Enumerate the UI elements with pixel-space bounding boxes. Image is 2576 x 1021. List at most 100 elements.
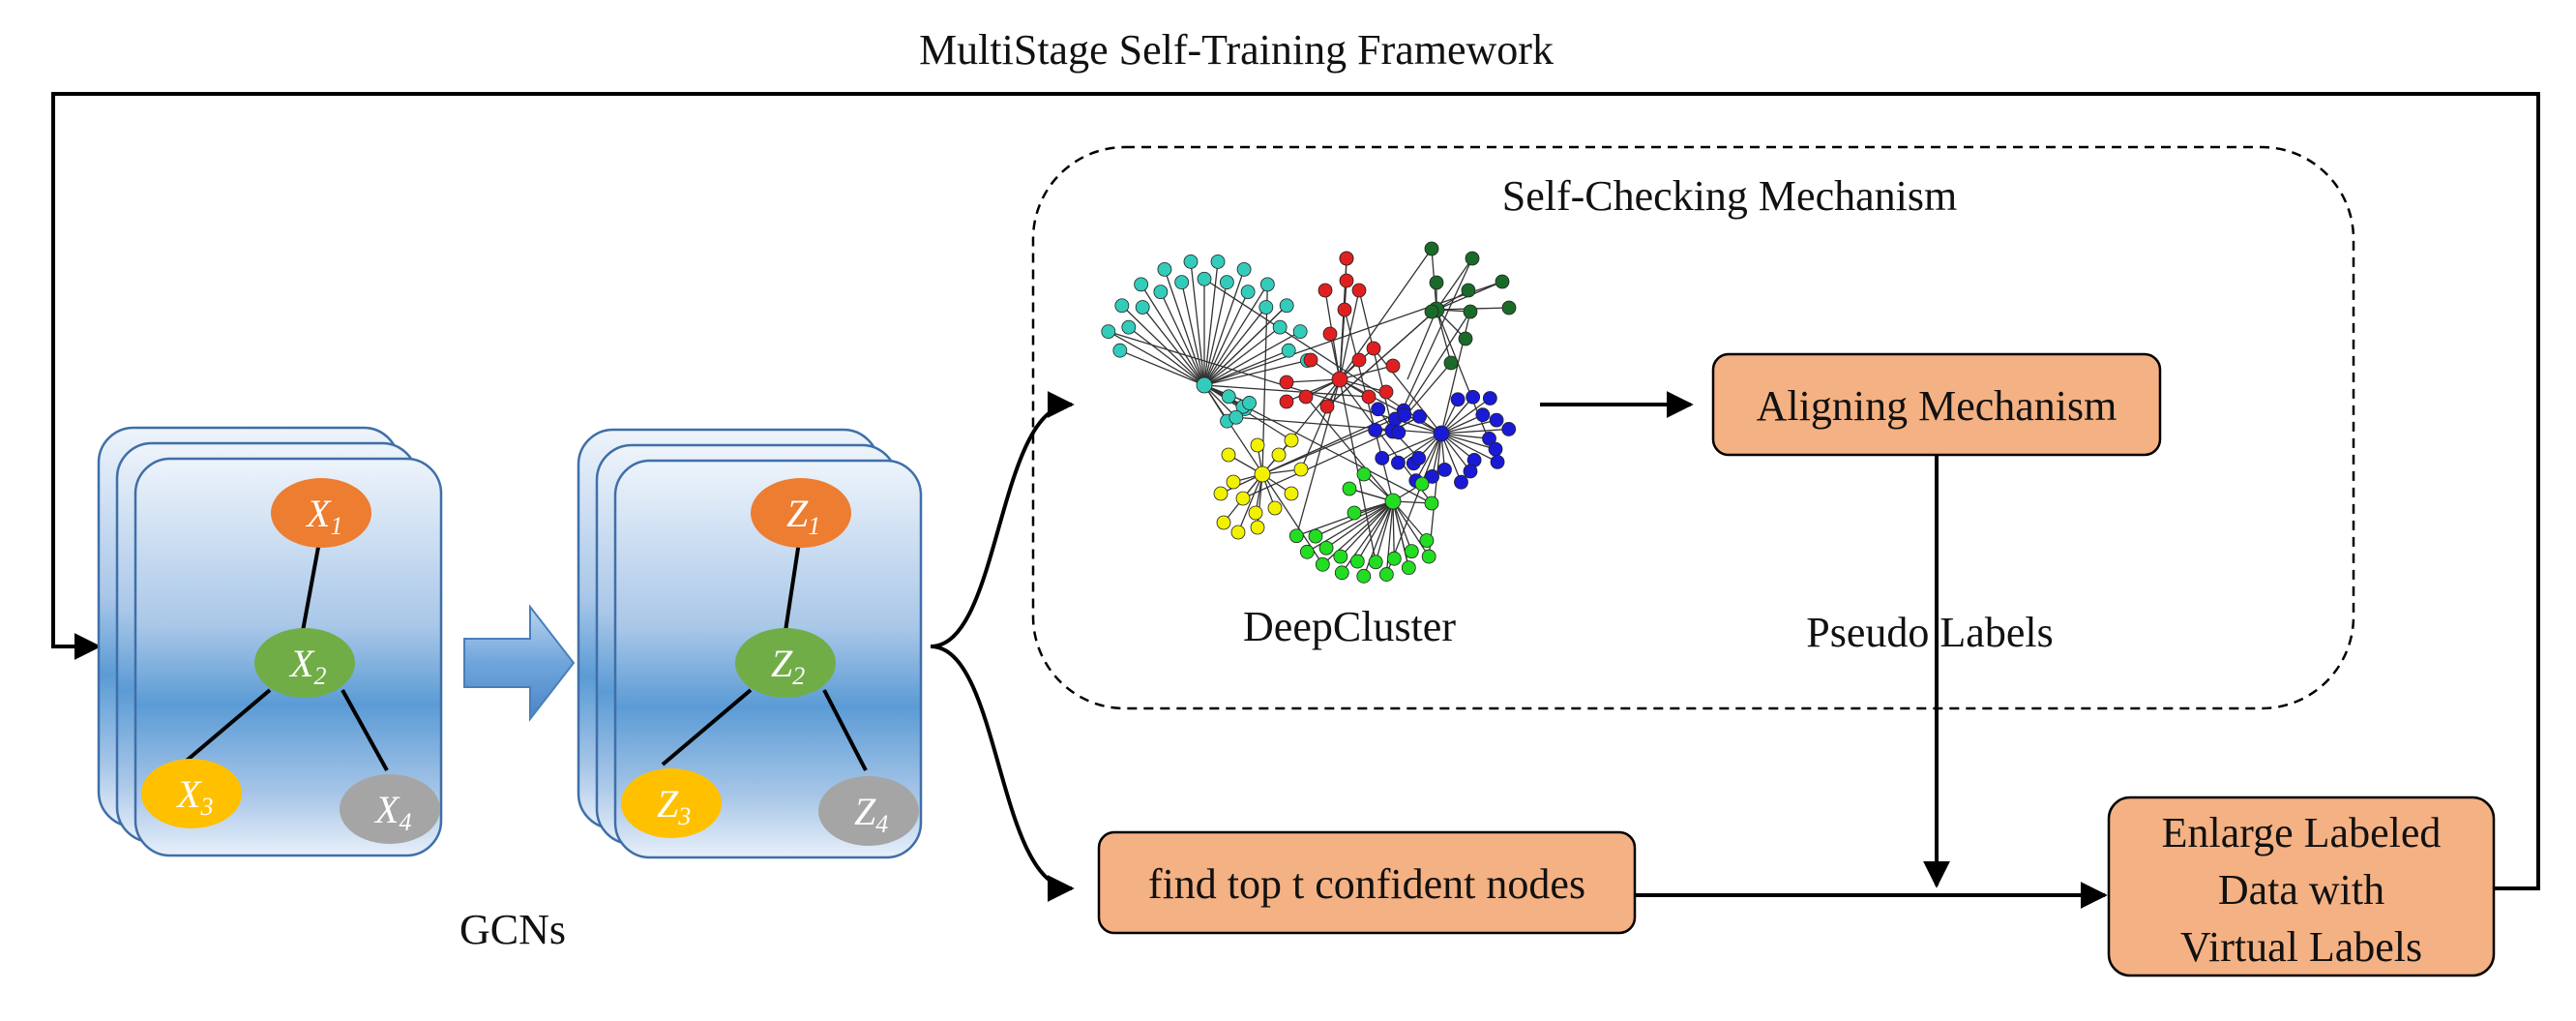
self-checking-region bbox=[1031, 145, 2355, 710]
node-z4 bbox=[818, 776, 919, 846]
cluster-node bbox=[1333, 549, 1348, 564]
cluster-edge bbox=[1286, 378, 1341, 383]
cluster-node bbox=[1366, 341, 1381, 356]
node-x1 bbox=[271, 478, 371, 548]
cluster-node bbox=[1411, 450, 1427, 465]
cluster-edge bbox=[1385, 433, 1442, 575]
cluster-node bbox=[1375, 451, 1390, 465]
cluster-edge bbox=[1440, 428, 1509, 435]
cluster-node bbox=[1401, 560, 1416, 576]
cluster-node bbox=[1259, 277, 1275, 292]
cluster-node bbox=[1475, 407, 1491, 423]
cluster-node bbox=[1425, 469, 1440, 484]
confident-nodes-label: find top t confident nodes bbox=[1148, 860, 1585, 908]
cluster-edge bbox=[1325, 500, 1394, 549]
cluster-node bbox=[1293, 462, 1309, 477]
cluster-node bbox=[1308, 528, 1323, 544]
cluster-node bbox=[1450, 392, 1466, 407]
cluster-node bbox=[1461, 283, 1476, 298]
cluster-edge bbox=[1160, 291, 1205, 386]
cluster-node bbox=[1463, 304, 1478, 319]
enlarge-line-3: Virtual Labels bbox=[2180, 923, 2422, 971]
svg-text:Z2: Z2 bbox=[771, 642, 805, 690]
cluster-node bbox=[1279, 375, 1294, 390]
cluster-edge bbox=[1326, 309, 1437, 407]
deepcluster-label: DeepCluster bbox=[1243, 603, 1456, 650]
cluster-node bbox=[1292, 324, 1308, 339]
cluster-edge bbox=[1358, 289, 1394, 432]
node-z3-sub: 3 bbox=[677, 802, 691, 830]
node-x1-sub: 1 bbox=[330, 512, 342, 540]
confident-nodes-box bbox=[1097, 830, 1637, 935]
node-x2 bbox=[254, 628, 355, 698]
cluster-node bbox=[1271, 447, 1287, 463]
cluster-edge bbox=[1340, 500, 1394, 557]
cluster-node bbox=[1196, 376, 1213, 394]
cluster-edge bbox=[1385, 500, 1394, 575]
cluster-edge bbox=[1261, 414, 1406, 475]
cluster-edge bbox=[1203, 384, 1370, 398]
cluster-edge bbox=[1392, 500, 1412, 552]
node-z3-label: Z bbox=[657, 782, 679, 826]
cluster-edge bbox=[1140, 284, 1205, 386]
cluster-node bbox=[1501, 300, 1517, 315]
cluster-node bbox=[1134, 277, 1149, 292]
node-z1-sub: 1 bbox=[808, 512, 820, 540]
cluster-node bbox=[1433, 425, 1450, 442]
cluster-edge bbox=[1108, 330, 1442, 435]
cluster-edge bbox=[1440, 433, 1463, 483]
enlarge-labeled-box bbox=[2107, 796, 2496, 977]
svg-text:Z3: Z3 bbox=[657, 782, 691, 830]
cluster-edge bbox=[1440, 419, 1497, 435]
cluster-node bbox=[1254, 465, 1271, 483]
cluster-edge bbox=[1440, 433, 1496, 450]
aligning-mechanism-label: Aligning Mechanism bbox=[1757, 382, 2117, 430]
cluster-edge bbox=[1164, 269, 1205, 386]
cluster-edge bbox=[1392, 500, 1409, 568]
cluster-node bbox=[1339, 273, 1354, 288]
cluster-node bbox=[1437, 463, 1452, 477]
node-z1-label: Z bbox=[786, 492, 809, 535]
cluster-node bbox=[1216, 515, 1231, 530]
svg-text:Z1: Z1 bbox=[786, 492, 820, 540]
cluster-node bbox=[1412, 409, 1427, 424]
cluster-node bbox=[1356, 466, 1372, 482]
cluster-node bbox=[1174, 275, 1190, 290]
cluster-edge bbox=[1363, 500, 1394, 577]
cluster-node bbox=[1153, 285, 1169, 300]
cluster-edge bbox=[1440, 398, 1491, 435]
cluster-node bbox=[1272, 319, 1288, 335]
node-x3-sub: 3 bbox=[199, 793, 213, 821]
cluster-edge bbox=[1203, 281, 1503, 386]
cluster-edge bbox=[1286, 378, 1341, 403]
cluster-node bbox=[1386, 551, 1402, 566]
cluster-node bbox=[1419, 533, 1435, 548]
node-z1 bbox=[751, 478, 851, 548]
cluster-node bbox=[1288, 528, 1304, 544]
cluster-edge bbox=[1181, 282, 1205, 386]
cluster-edge bbox=[1436, 309, 1452, 364]
svg-text:Z4: Z4 bbox=[854, 790, 888, 838]
cluster-node bbox=[1391, 455, 1406, 470]
cluster-node bbox=[1337, 302, 1352, 317]
cluster-node bbox=[1258, 300, 1274, 315]
cluster-node bbox=[1384, 493, 1402, 510]
cluster-node bbox=[1351, 352, 1367, 368]
cluster-node bbox=[1240, 285, 1256, 300]
cluster-edge bbox=[1203, 359, 1308, 386]
svg-text:X1: X1 bbox=[305, 492, 342, 540]
cluster-node bbox=[1235, 491, 1251, 506]
cluster-node bbox=[1342, 481, 1357, 496]
node-x2-label: X bbox=[288, 642, 315, 685]
cluster-node bbox=[1157, 261, 1172, 277]
cluster-node bbox=[1331, 371, 1348, 388]
cluster-edge bbox=[1381, 433, 1442, 460]
cluster-edge bbox=[1356, 500, 1394, 562]
branch-arrow-down bbox=[930, 645, 1075, 902]
gcn-output-stack: Z1 Z2 Z3 Z4 bbox=[577, 428, 923, 859]
cluster-node bbox=[1361, 389, 1377, 405]
cluster-node bbox=[1391, 425, 1406, 440]
svg-text:X3: X3 bbox=[175, 772, 213, 821]
cluster-node bbox=[1429, 275, 1444, 290]
cluster-edge bbox=[1398, 433, 1442, 464]
